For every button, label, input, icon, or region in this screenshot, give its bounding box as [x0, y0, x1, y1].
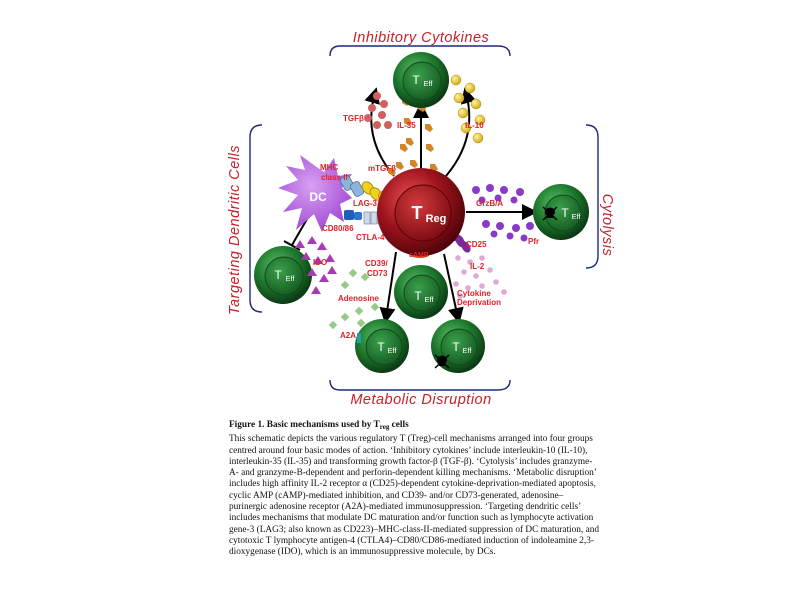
label-cytokine: Cytokine [457, 289, 491, 298]
svg-text:Eff: Eff [571, 212, 581, 221]
bracket-left [249, 124, 263, 313]
teff-cell-left: T Eff [254, 246, 312, 304]
svg-text:T: T [414, 289, 422, 303]
il10-molecules [450, 74, 486, 144]
molecule-labels: TGFβ IL-35 IL-10 mTGFβ MHC class II LAG-… [313, 114, 539, 340]
teff-cell-top: T Eff [393, 52, 449, 108]
mtgfb-molecules [388, 162, 404, 176]
label-il10: IL-10 [465, 121, 484, 130]
il2-molecules [453, 255, 507, 299]
arrow-down-left [379, 251, 397, 324]
label-ido: IDO [313, 258, 327, 267]
svg-text:Reg: Reg [426, 213, 447, 225]
teff-cell-bottom-left: T Eff [355, 319, 409, 373]
group-brackets [249, 45, 599, 391]
label-grzba: GrzB/A [476, 199, 503, 208]
label-ctla4: CTLA-4 [356, 233, 385, 242]
dendritic-cell: DC [278, 155, 352, 232]
label-a2a: A2A [340, 331, 356, 340]
adenosine-molecules [328, 268, 380, 330]
il35-molecules [400, 98, 438, 172]
teff-cell-center: T Eff [394, 265, 448, 319]
figure-caption: Figure 1. Basic mechanisms used by Treg … [229, 420, 601, 559]
group-title-cytolysis: Cytolysis [599, 194, 615, 257]
label-mhc: MHC [320, 163, 338, 172]
arrow-curve-right [445, 87, 477, 177]
skull-icon-cytolysis [542, 206, 558, 221]
svg-text:Eff: Eff [423, 79, 433, 88]
label-tgfb: TGFβ [343, 114, 364, 123]
svg-text:Eff: Eff [424, 295, 434, 304]
caption-title: Figure 1. Basic mechanisms used by Treg … [229, 420, 409, 431]
svg-text:T: T [561, 206, 569, 220]
bracket-bottom [329, 379, 511, 391]
bracket-top [329, 45, 511, 57]
svg-text:T: T [377, 340, 385, 354]
label-lag3: LAG-3 [353, 199, 378, 208]
group-title-inhibitory-cytokines: Inhibitory Cytokines [353, 30, 490, 46]
group-title-metabolic-disruption: Metabolic Disruption [350, 392, 491, 408]
granzyme-molecules [472, 184, 534, 242]
svg-text:Eff: Eff [462, 346, 472, 355]
tgfb-molecules [364, 92, 392, 129]
teff-cell-right: T Eff [533, 184, 589, 240]
treg-cell: T Reg [377, 168, 465, 256]
bracket-right [585, 124, 599, 269]
mhc-class-ii-receptor [339, 175, 365, 197]
ido-molecules [295, 236, 337, 294]
caption-body: This schematic depicts the various regul… [229, 434, 599, 558]
label-mtgfb: mTGFβ [368, 164, 396, 173]
a2a-receptor [357, 333, 361, 343]
svg-text:T: T [412, 203, 423, 223]
label-cd25: CD25 [466, 240, 487, 249]
label-cd73: CD73 [367, 269, 388, 278]
label-camp: cAMP [409, 252, 429, 259]
label-il2: IL-2 [470, 262, 485, 271]
svg-text:T: T [274, 268, 282, 282]
skull-icon-metabolic [434, 354, 450, 369]
group-title-targeting-dendritic-cells: Targeting Dendritic Cells [227, 145, 243, 315]
label-class-ii: class II [321, 173, 348, 182]
label-adenosine: Adenosine [338, 294, 379, 303]
label-cd39: CD39/ [365, 259, 388, 268]
cd80-86-receptor [344, 210, 362, 220]
arrow-down-right [443, 253, 464, 324]
treg-mechanisms-diagram: Inhibitory Cytokines Metabolic Disruptio… [227, 30, 615, 408]
label-cd80-86: CD80/86 [322, 224, 354, 233]
svg-text:Eff: Eff [285, 274, 295, 283]
svg-text:Eff: Eff [387, 346, 397, 355]
svg-text:T: T [452, 340, 460, 354]
label-il35: IL-35 [397, 121, 416, 130]
label-pfr: Pfr [528, 237, 539, 246]
label-deprivation: Deprivation [457, 298, 501, 307]
svg-text:T: T [412, 73, 420, 87]
svg-text:DC: DC [309, 190, 327, 204]
